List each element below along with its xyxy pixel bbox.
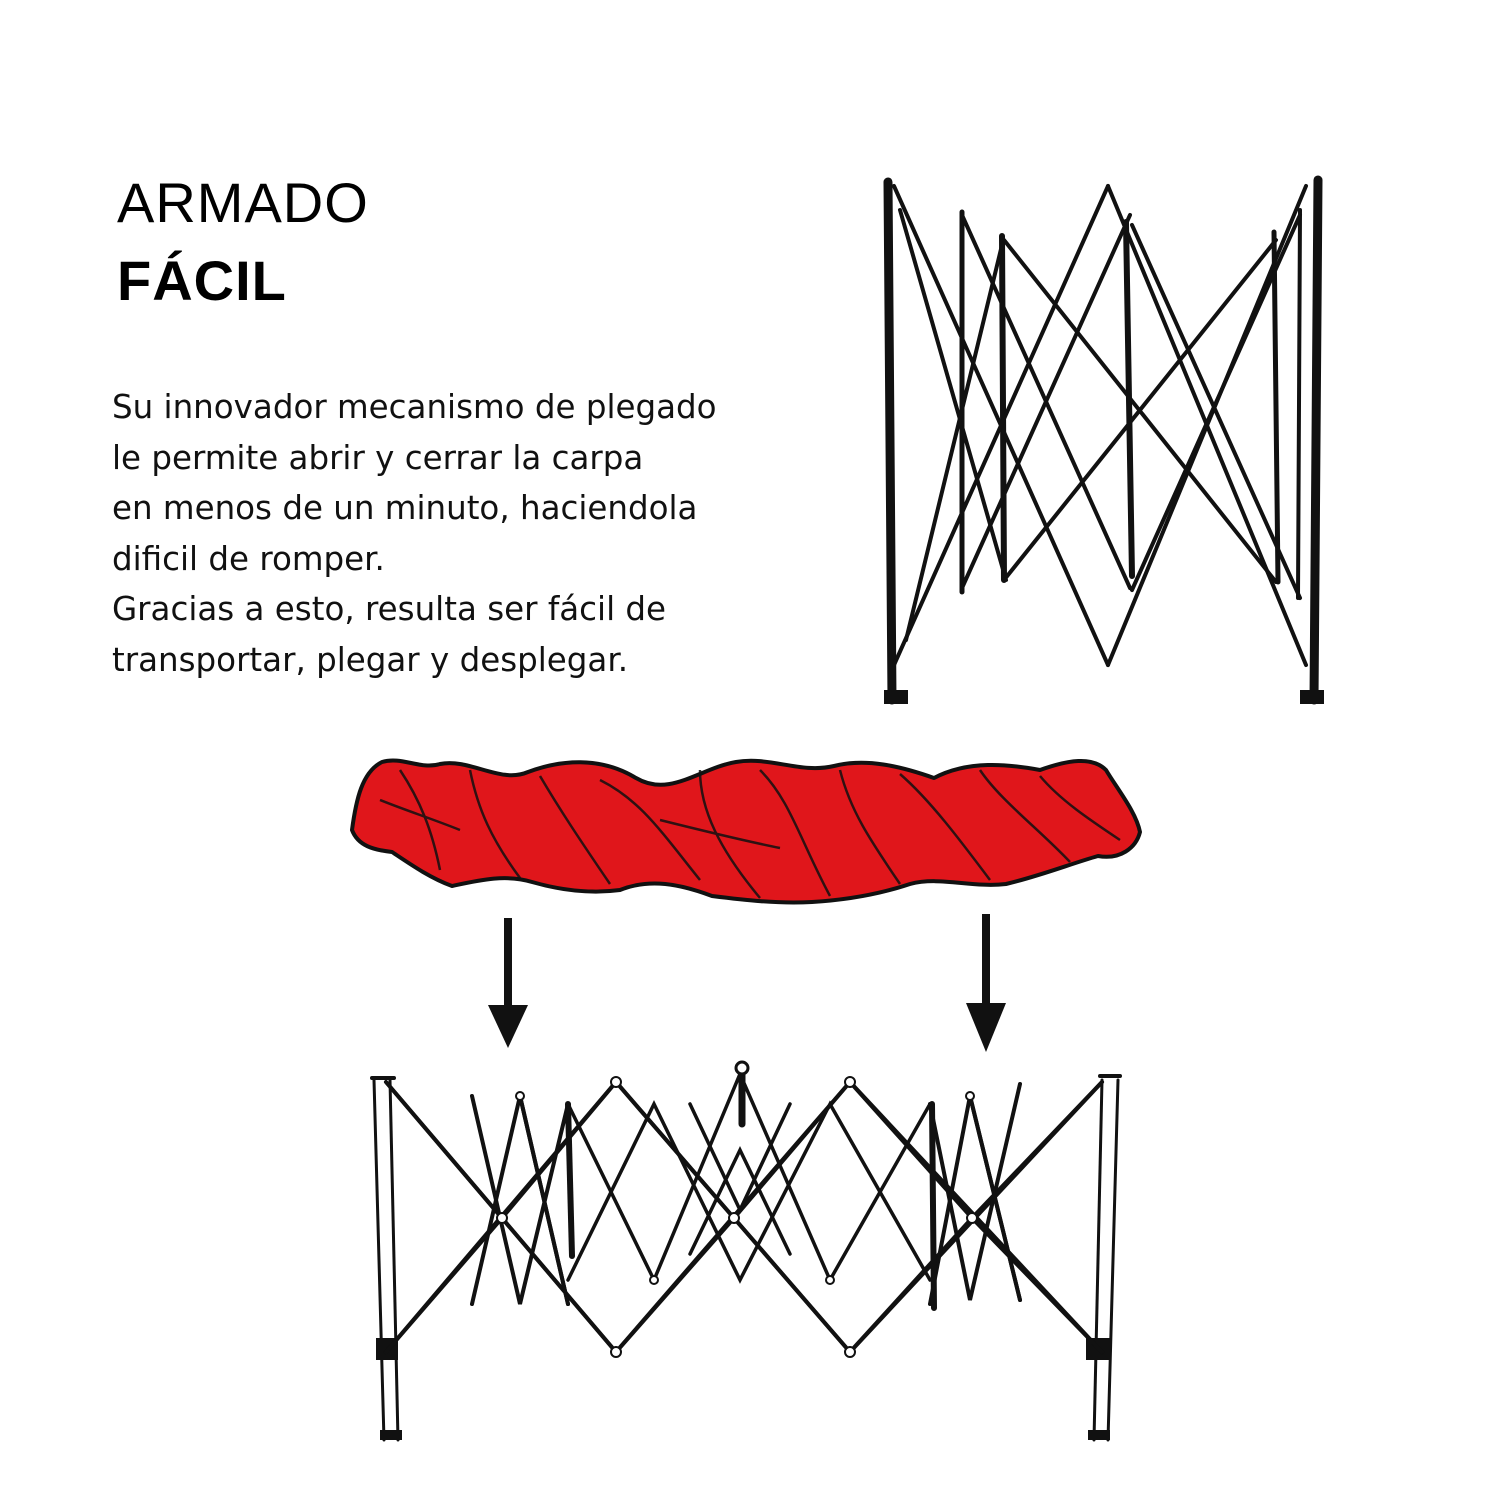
- description-line: en menos de un minuto, haciendola: [112, 489, 698, 527]
- description-line: dificil de romper.: [112, 539, 385, 578]
- red-canopy-illustration: [350, 758, 1142, 905]
- folded-frame-illustration: [883, 175, 1324, 705]
- heading-armado: ARMADO: [117, 171, 369, 234]
- down-arrow-icon: [966, 914, 1006, 1052]
- description-line: transportar, plegar y desplegar.: [112, 640, 629, 679]
- down-arrow-icon: [488, 918, 528, 1048]
- heading-facil: FÁCIL: [117, 249, 287, 312]
- description-line: Gracias a esto, resulta ser fácil de: [112, 590, 667, 628]
- description-line: le permite abrir y cerrar la carpa: [112, 438, 644, 477]
- description: Su innovador mecanismo de plegado le per…: [112, 382, 812, 685]
- expanded-frame-illustration: [370, 1060, 1122, 1442]
- description-line: Su innovador mecanismo de plegado: [112, 388, 717, 426]
